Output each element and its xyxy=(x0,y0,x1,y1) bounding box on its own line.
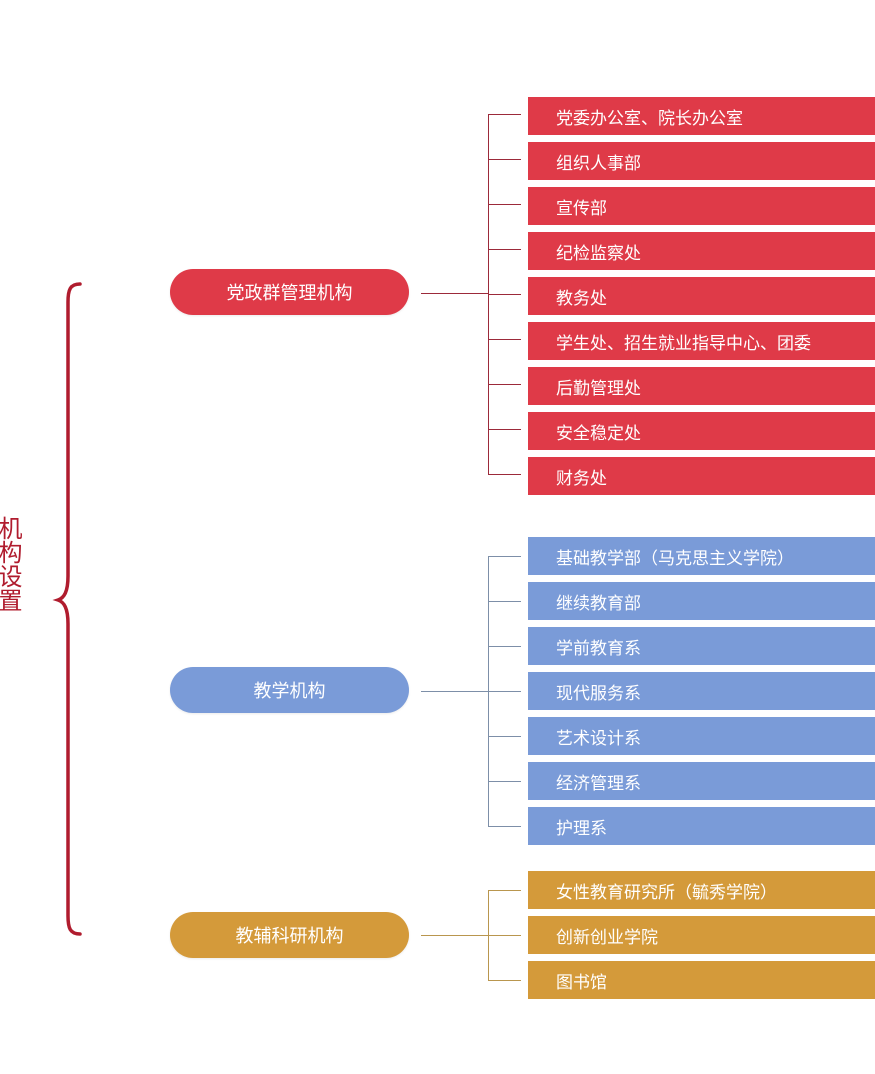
dept-label: 党委办公室、院长办公室 xyxy=(556,108,743,129)
dept-item[interactable]: 组织人事部 xyxy=(528,142,875,180)
dept-label: 安全稳定处 xyxy=(556,423,641,444)
dept-label: 图书馆 xyxy=(556,972,607,993)
dept-label: 经济管理系 xyxy=(556,773,641,794)
connector-line xyxy=(488,646,521,647)
dept-item[interactable]: 学生处、招生就业指导中心、团委 xyxy=(528,322,875,360)
dept-item[interactable]: 财务处 xyxy=(528,457,875,495)
group-label: 党政群管理机构 xyxy=(226,283,353,304)
dept-item[interactable]: 现代服务系 xyxy=(528,672,875,710)
dept-label: 女性教育研究所（毓秀学院） xyxy=(556,882,777,903)
dept-item[interactable]: 纪检监察处 xyxy=(528,232,875,270)
connector-line xyxy=(488,781,521,782)
connector-line xyxy=(488,294,521,295)
group-pill-party-admin[interactable]: 党政群管理机构 xyxy=(170,269,409,315)
connector-line xyxy=(488,339,521,340)
dept-label: 学前教育系 xyxy=(556,638,641,659)
connector-line xyxy=(488,474,521,475)
connector-line xyxy=(488,691,521,692)
dept-item[interactable]: 护理系 xyxy=(528,807,875,845)
dept-item[interactable]: 女性教育研究所（毓秀学院） xyxy=(528,871,875,909)
dept-item[interactable]: 党委办公室、院长办公室 xyxy=(528,97,875,135)
dept-item[interactable]: 经济管理系 xyxy=(528,762,875,800)
dept-label: 教务处 xyxy=(556,288,607,309)
dept-label: 纪检监察处 xyxy=(556,243,641,264)
connector-line xyxy=(488,114,521,115)
connector-line xyxy=(488,204,521,205)
dept-label: 财务处 xyxy=(556,468,607,489)
dept-item[interactable]: 创新创业学院 xyxy=(528,916,875,954)
connector-line xyxy=(488,935,521,936)
dept-item[interactable]: 安全稳定处 xyxy=(528,412,875,450)
connector-line xyxy=(421,293,488,294)
connector-line xyxy=(488,736,521,737)
dept-item[interactable]: 图书馆 xyxy=(528,961,875,999)
dept-item[interactable]: 宣传部 xyxy=(528,187,875,225)
connector-line xyxy=(488,890,521,891)
connector-line xyxy=(488,249,521,250)
connector-line xyxy=(488,429,521,430)
connector-line xyxy=(421,691,488,692)
dept-item[interactable]: 继续教育部 xyxy=(528,582,875,620)
dept-label: 学生处、招生就业指导中心、团委 xyxy=(556,333,811,354)
dept-item[interactable]: 教务处 xyxy=(528,277,875,315)
connector-line xyxy=(488,556,521,557)
dept-label: 创新创业学院 xyxy=(556,927,658,948)
dept-item[interactable]: 后勤管理处 xyxy=(528,367,875,405)
connector-line xyxy=(488,980,521,981)
dept-label: 护理系 xyxy=(556,818,607,839)
group-pill-research-support[interactable]: 教辅科研机构 xyxy=(170,912,409,958)
dept-label: 组织人事部 xyxy=(556,153,641,174)
connector-line xyxy=(488,601,521,602)
group-label: 教辅科研机构 xyxy=(235,926,344,947)
group-pill-teaching[interactable]: 教学机构 xyxy=(170,667,409,713)
dept-label: 后勤管理处 xyxy=(556,378,641,399)
connector-line xyxy=(421,935,488,936)
dept-item[interactable]: 艺术设计系 xyxy=(528,717,875,755)
curly-brace-icon xyxy=(52,282,82,936)
dept-label: 宣传部 xyxy=(556,198,607,219)
group-label: 教学机构 xyxy=(253,681,326,702)
dept-label: 现代服务系 xyxy=(556,683,641,704)
dept-label: 艺术设计系 xyxy=(556,728,641,749)
connector-line xyxy=(488,384,521,385)
dept-label: 继续教育部 xyxy=(556,593,641,614)
connector-line xyxy=(488,826,521,827)
dept-item[interactable]: 学前教育系 xyxy=(528,627,875,665)
connector-line xyxy=(488,159,521,160)
root-title: 机构设置 xyxy=(0,516,22,612)
dept-item[interactable]: 基础教学部（马克思主义学院） xyxy=(528,537,875,575)
dept-label: 基础教学部（马克思主义学院） xyxy=(556,548,794,569)
